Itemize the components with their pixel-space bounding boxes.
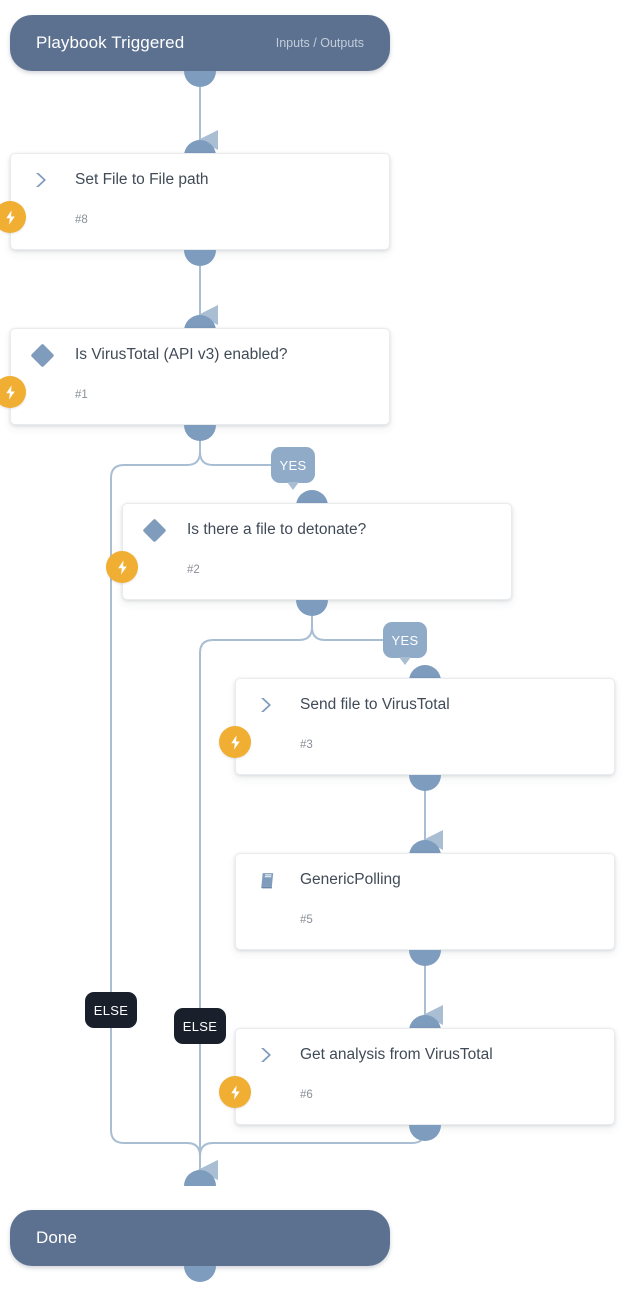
port-out-cond2 (296, 600, 328, 616)
node-task-6-label: Get analysis from VirusTotal (300, 1046, 493, 1063)
port-out-done (184, 1266, 216, 1282)
port-out-task8 (184, 250, 216, 266)
end-node-title: Done (36, 1228, 78, 1247)
branch-label-else-cond1-text: ELSE (93, 1002, 129, 1018)
node-task-5-footer: #5 (236, 906, 614, 944)
lightning-bolt-icon (219, 1076, 251, 1108)
branch-label-else-cond2-text: ELSE (182, 1018, 218, 1034)
lightning-bolt-icon (106, 551, 138, 583)
start-node-inputs-outputs-link[interactable]: Inputs / Outputs (275, 36, 364, 50)
node-task-3-number: #3 (300, 739, 313, 751)
branch-label-yes-cond1-text: YES (279, 457, 307, 473)
node-condition-1-number: #1 (75, 389, 88, 401)
chevron-right-icon (254, 692, 280, 718)
badge-pointer (287, 482, 299, 490)
node-task-6[interactable]: Get analysis from VirusTotal #6 (219, 1028, 615, 1125)
lightning-bolt-icon (0, 201, 26, 233)
node-condition-2-footer: #2 (106, 551, 511, 594)
node-condition-2-header: Is there a file to detonate? (123, 504, 511, 556)
node-condition-1-label: Is VirusTotal (API v3) enabled? (75, 346, 288, 363)
node-task-3-label: Send file to VirusTotal (300, 696, 450, 713)
node-condition-2-label: Is there a file to detonate? (187, 521, 367, 538)
node-task-3-header: Send file to VirusTotal (236, 679, 614, 731)
node-condition-1[interactable]: Is VirusTotal (API v3) enabled? #1 (0, 328, 390, 425)
node-task-8-number: #8 (75, 214, 88, 226)
node-task-6-footer: #6 (219, 1076, 614, 1119)
node-task-5-label: GenericPolling (300, 871, 401, 888)
node-task-5[interactable]: GenericPolling #5 (235, 853, 615, 950)
branch-label-yes-cond2[interactable]: YES (383, 622, 427, 665)
node-task-8-label: Set File to File path (75, 171, 209, 188)
node-task-5-header: GenericPolling (236, 854, 614, 906)
badge-pointer (399, 657, 411, 665)
node-task-8[interactable]: Set File to File path #8 (0, 153, 390, 250)
lightning-bolt-icon (0, 376, 26, 408)
diamond-icon (29, 342, 55, 368)
node-task-6-header: Get analysis from VirusTotal (236, 1029, 614, 1081)
branch-label-yes-cond1[interactable]: YES (271, 447, 315, 490)
port-in-done (184, 1170, 216, 1186)
lightning-bolt-icon (219, 726, 251, 758)
port-out-task6 (409, 1125, 441, 1141)
port-out-task3 (409, 775, 441, 791)
edge-cond2-yes (311, 626, 383, 641)
start-node-title: Playbook Triggered (36, 33, 185, 52)
node-task-8-footer: #8 (0, 201, 389, 244)
node-condition-1-header: Is VirusTotal (API v3) enabled? (11, 329, 389, 381)
branch-label-yes-cond2-text: YES (391, 632, 419, 648)
node-condition-1-footer: #1 (0, 376, 389, 419)
node-task-6-number: #6 (300, 1089, 313, 1101)
diamond-icon (141, 517, 167, 543)
branch-label-else-cond2[interactable]: ELSE (174, 1008, 226, 1044)
edge-task6-to-done (198, 1129, 426, 1180)
node-task-3[interactable]: Send file to VirusTotal #3 (219, 678, 615, 775)
end-node[interactable]: Done (10, 1210, 390, 1266)
start-node[interactable]: Playbook Triggered Inputs / Outputs (10, 15, 390, 71)
node-condition-2-number: #2 (187, 564, 200, 576)
chevron-right-icon (254, 1042, 280, 1068)
book-icon (254, 867, 280, 893)
port-out-cond1 (184, 425, 216, 441)
node-task-3-footer: #3 (219, 726, 614, 769)
node-task-5-number: #5 (300, 914, 313, 926)
node-condition-2[interactable]: Is there a file to detonate? #2 (106, 503, 512, 600)
chevron-right-icon (29, 167, 55, 193)
port-out-task5 (409, 950, 441, 966)
branch-label-else-cond1[interactable]: ELSE (85, 992, 137, 1028)
edge-cond1-yes (199, 451, 271, 466)
node-task-8-header: Set File to File path (11, 154, 389, 206)
port-out-start (184, 71, 216, 87)
